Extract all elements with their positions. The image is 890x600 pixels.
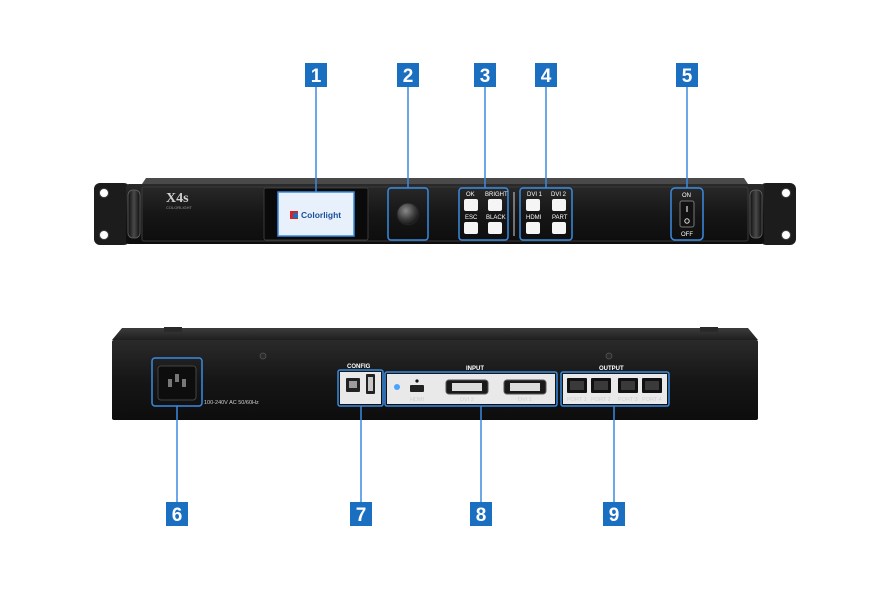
hdmi-label: HDMI <box>526 215 542 221</box>
dvi1-port-label: DVI 1 <box>518 397 532 403</box>
callout-8-box <box>470 502 492 526</box>
part-button[interactable] <box>552 222 566 234</box>
black-button[interactable] <box>488 222 502 234</box>
usb-a-port-inner <box>368 377 373 391</box>
input-title: INPUT <box>466 366 484 372</box>
left-ear-top-hole <box>99 188 109 198</box>
rear-right-tab <box>700 327 718 332</box>
hdmi-port-label: HDMI <box>410 397 425 403</box>
screen-brand: Colorlight <box>301 210 341 220</box>
callout-1-box <box>305 63 327 87</box>
ok-label: OK <box>466 192 475 198</box>
output-port-4-inner <box>645 381 659 390</box>
output-port-3-inner <box>621 381 635 390</box>
bright-button[interactable] <box>488 199 502 211</box>
output-highlight <box>560 371 670 407</box>
callout-5: 5 <box>682 66 693 87</box>
power-inlet[interactable] <box>157 365 197 401</box>
rotary-knob[interactable] <box>396 202 420 226</box>
callout-2: 2 <box>403 66 414 87</box>
output-port-2-inner <box>594 381 608 390</box>
usb-b-port-inner <box>349 381 357 388</box>
callout-8: 8 <box>476 505 487 526</box>
callout-4: 4 <box>541 66 552 87</box>
output-port-1-label: PORT 1 <box>567 397 587 403</box>
output-port-2-label: PORT 2 <box>591 397 611 403</box>
ok-button[interactable] <box>464 199 478 211</box>
left-rack-ear <box>94 183 130 245</box>
dvi2-button[interactable] <box>552 199 566 211</box>
rear-screw-left <box>259 352 267 360</box>
callout-7: 7 <box>356 505 367 526</box>
output-title: OUTPUT <box>599 366 624 372</box>
dvi2-label: DVI 2 <box>551 192 567 198</box>
callout-7-box <box>350 502 372 526</box>
switch-off-label: OFF <box>681 232 693 238</box>
input-highlight <box>384 371 558 407</box>
right-rack-ear <box>760 183 796 245</box>
power-rating: 100-240V AC 50/60Hz <box>204 400 259 406</box>
output-port-1-inner <box>570 381 584 390</box>
dvi2-port-label: DVI 2 <box>460 397 474 403</box>
callout-3: 3 <box>480 66 491 87</box>
rear-chassis-top <box>112 328 758 340</box>
front-chassis-top <box>142 178 748 184</box>
callout-3-box <box>474 63 496 87</box>
brand-plate: COLORLIGHT <box>166 205 193 210</box>
hdmi-audio-dot <box>415 379 419 383</box>
power-inlet-pin-left <box>168 379 172 387</box>
callout-6: 6 <box>172 505 183 526</box>
part-label: PART <box>552 215 568 221</box>
button-group-3-highlight <box>458 187 509 241</box>
lcd-screen <box>277 191 355 237</box>
power-inlet-pin-right <box>182 379 186 387</box>
hdmi-button[interactable] <box>526 222 540 234</box>
callout-9: 9 <box>609 505 620 526</box>
config-title: CONFIG <box>347 364 371 370</box>
left-handle <box>127 189 141 239</box>
callouts: 1 2 3 4 5 6 7 8 9 <box>166 63 698 526</box>
callout-lines <box>176 86 688 503</box>
right-ear-top-hole <box>781 188 791 198</box>
front-panel: X4s COLORLIGHT Colorlight OK BRIGHT ESC … <box>94 178 796 245</box>
output-port-4-label: PORT 4 <box>642 397 662 403</box>
right-ear-bottom-hole <box>781 230 791 240</box>
rear-panel: 100-240V AC 50/60Hz CONFIG INPUT HDMI DV… <box>112 327 758 420</box>
front-face-border <box>141 186 749 242</box>
esc-label: ESC <box>465 215 478 221</box>
black-label: BLACK <box>486 215 506 221</box>
callout-1: 1 <box>311 66 322 87</box>
callout-5-box <box>676 63 698 87</box>
front-chassis-face <box>126 184 764 244</box>
callout-9-box <box>603 502 625 526</box>
callout-6-box <box>166 502 188 526</box>
rear-left-tab <box>164 327 182 332</box>
power-switch-o-mark <box>684 218 690 224</box>
bright-label: BRIGHT <box>485 192 508 198</box>
hdmi-port[interactable] <box>410 385 424 392</box>
esc-button[interactable] <box>464 222 478 234</box>
callout-4-box <box>535 63 557 87</box>
colorlight-logo-icon-inner <box>293 213 298 218</box>
power-inlet-pin-center <box>175 374 179 382</box>
switch-on-label: ON <box>682 193 691 199</box>
right-handle <box>749 189 763 239</box>
model-name: X4s <box>166 191 189 206</box>
rear-screw-right <box>605 352 613 360</box>
left-ear-bottom-hole <box>99 230 109 240</box>
dvi1-label: DVI 1 <box>527 192 543 198</box>
dvi1-button[interactable] <box>526 199 540 211</box>
input-indicator-led <box>394 384 400 390</box>
dvi1-port-inner <box>510 383 540 391</box>
output-ports: PORT 1 PORT 2 PORT 3 PORT 4 <box>567 378 662 403</box>
output-port-3-label: PORT 3 <box>618 397 638 403</box>
callout-2-box <box>397 63 419 87</box>
power-switch[interactable] <box>679 200 695 228</box>
dvi2-port-inner <box>452 383 482 391</box>
